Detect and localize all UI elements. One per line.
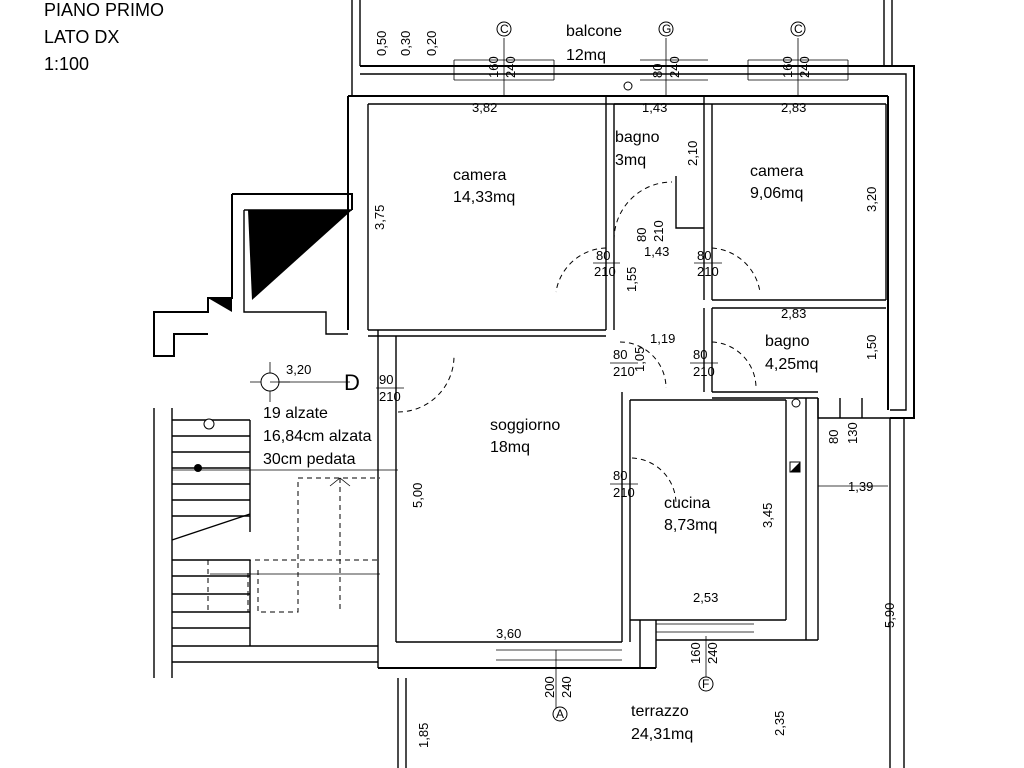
door-entrance-height: 210 bbox=[379, 389, 401, 404]
door-camera-2-height: 210 bbox=[697, 264, 719, 279]
plan-title-floor: PIANO PRIMO bbox=[44, 0, 164, 20]
dim-window-3-width: 160 bbox=[780, 56, 795, 78]
room-bagno-2-area: 4,25mq bbox=[765, 356, 818, 373]
room-soggiorno-area: 18mq bbox=[490, 439, 530, 456]
axis-label-f: F bbox=[702, 677, 709, 691]
door-entrance-width: 90 bbox=[379, 372, 393, 387]
dim-camera-1-width: 3,82 bbox=[472, 100, 497, 115]
door-camera-1-height: 210 bbox=[594, 264, 616, 279]
stair-start-dot-icon bbox=[194, 464, 202, 472]
axis-label-c-right: C bbox=[794, 22, 803, 36]
dim-window-4-width: 200 bbox=[542, 676, 557, 698]
axis-marker-f bbox=[698, 676, 714, 692]
door-cucina-height: 210 bbox=[613, 485, 635, 500]
axis-marker-a bbox=[552, 706, 568, 722]
dim-camera-2-depth: 3,20 bbox=[864, 187, 879, 212]
dim-window-4-height: 240 bbox=[559, 676, 574, 698]
dim-hall-depth: 1,05 bbox=[632, 347, 647, 372]
dim-window-2-height: 240 bbox=[667, 56, 682, 78]
stair-tread-depth: 30cm pedata bbox=[263, 451, 356, 468]
dim-cucina-depth: 3,45 bbox=[760, 503, 775, 528]
stair-riser-height: 16,84cm alzata bbox=[263, 428, 372, 445]
dim-balcony-0-30: 0,30 bbox=[398, 31, 413, 56]
room-camera-1-area: 14,33mq bbox=[453, 189, 515, 206]
dim-window-3-height: 240 bbox=[797, 56, 812, 78]
dim-bagno-2-depth: 1,50 bbox=[864, 335, 879, 360]
room-soggiorno-name: soggiorno bbox=[490, 417, 560, 434]
door-bagno-2-width: 80 bbox=[693, 347, 707, 362]
dim-window-5-height: 240 bbox=[705, 642, 720, 664]
dim-terrace-left-depth: 1,85 bbox=[416, 723, 431, 748]
stair-marker-d: D bbox=[344, 370, 360, 395]
room-cucina-name: cucina bbox=[664, 495, 710, 512]
axis-label-g: G bbox=[662, 22, 671, 36]
room-terrazzo-name: terrazzo bbox=[631, 703, 689, 720]
plan-scale: 1:100 bbox=[44, 54, 89, 74]
dim-terrace-depth: 2,35 bbox=[772, 711, 787, 736]
dim-balcony-0-20: 0,20 bbox=[424, 31, 439, 56]
stairwell bbox=[153, 193, 398, 678]
door-soggiorno-hall-height: 210 bbox=[613, 364, 635, 379]
dim-window-6-height: 130 bbox=[845, 422, 860, 444]
room-bagno-1-name: bagno bbox=[615, 129, 660, 146]
dim-bagno-1-depth: 2,10 bbox=[685, 141, 700, 166]
door-swings bbox=[397, 181, 761, 505]
dim-bagno-1-width: 1,43 bbox=[642, 100, 667, 115]
terrace: A F bbox=[397, 418, 905, 768]
dim-camera-2-width: 2,83 bbox=[781, 100, 806, 115]
room-bagno-2-name: bagno bbox=[765, 333, 810, 350]
door-bagno-1-height: 210 bbox=[651, 220, 666, 242]
dim-cucina-width: 2,53 bbox=[693, 590, 718, 605]
stair-risers: 19 alzate bbox=[263, 405, 328, 422]
axis-label-a: A bbox=[556, 707, 564, 721]
room-camera-1-name: camera bbox=[453, 167, 506, 184]
door-camera-1-width: 80 bbox=[596, 248, 610, 263]
dim-corridor-width-top: 1,43 bbox=[644, 244, 669, 259]
dim-window-2-width: 80 bbox=[650, 64, 665, 78]
room-camera-2-name: camera bbox=[750, 163, 803, 180]
dim-stair-width: 3,20 bbox=[286, 362, 311, 377]
dim-terrace-side-length: 5,90 bbox=[882, 603, 897, 628]
dim-balcony-0-50: 0,50 bbox=[374, 31, 389, 56]
axis-marker-c-right bbox=[790, 21, 806, 37]
apartment-walls bbox=[347, 95, 890, 669]
door-bagno-1-width: 80 bbox=[634, 228, 649, 242]
dim-window-1-height: 240 bbox=[503, 56, 518, 78]
room-balcone-name: balcone bbox=[566, 23, 622, 40]
room-cucina-area: 8,73mq bbox=[664, 517, 717, 534]
door-camera-2-width: 80 bbox=[697, 248, 711, 263]
room-balcone-area: 12mq bbox=[566, 47, 606, 64]
dim-corridor-length: 1,55 bbox=[624, 267, 639, 292]
dim-bagno-2-width: 2,83 bbox=[781, 306, 806, 321]
axis-marker-c-left bbox=[496, 21, 512, 37]
kitchen-drain-icon bbox=[791, 398, 801, 408]
room-camera-2-area: 9,06mq bbox=[750, 185, 803, 202]
axis-marker-g bbox=[658, 21, 674, 37]
dim-window-6-width: 80 bbox=[826, 430, 841, 444]
door-soggiorno-hall-width: 80 bbox=[613, 347, 627, 362]
dim-camera-1-depth: 3,75 bbox=[372, 205, 387, 230]
stair-post-icon bbox=[203, 418, 215, 430]
plan-title-side: LATO DX bbox=[44, 27, 119, 47]
dim-corridor-width-bottom: 1,19 bbox=[650, 331, 675, 346]
dim-window-1-width: 160 bbox=[486, 56, 501, 78]
drain-icon bbox=[623, 81, 633, 91]
dim-soggiorno-depth: 5,00 bbox=[410, 483, 425, 508]
room-bagno-1-area: 3mq bbox=[615, 152, 646, 169]
room-terrazzo-area: 24,31mq bbox=[631, 726, 693, 743]
dim-window-5-width: 160 bbox=[688, 642, 703, 664]
dim-terrace-side-width: 1,39 bbox=[848, 479, 873, 494]
dim-soggiorno-width: 3,60 bbox=[496, 626, 521, 641]
door-bagno-2-height: 210 bbox=[693, 364, 715, 379]
door-cucina-width: 80 bbox=[613, 468, 627, 483]
axis-label-c-left: C bbox=[500, 22, 509, 36]
